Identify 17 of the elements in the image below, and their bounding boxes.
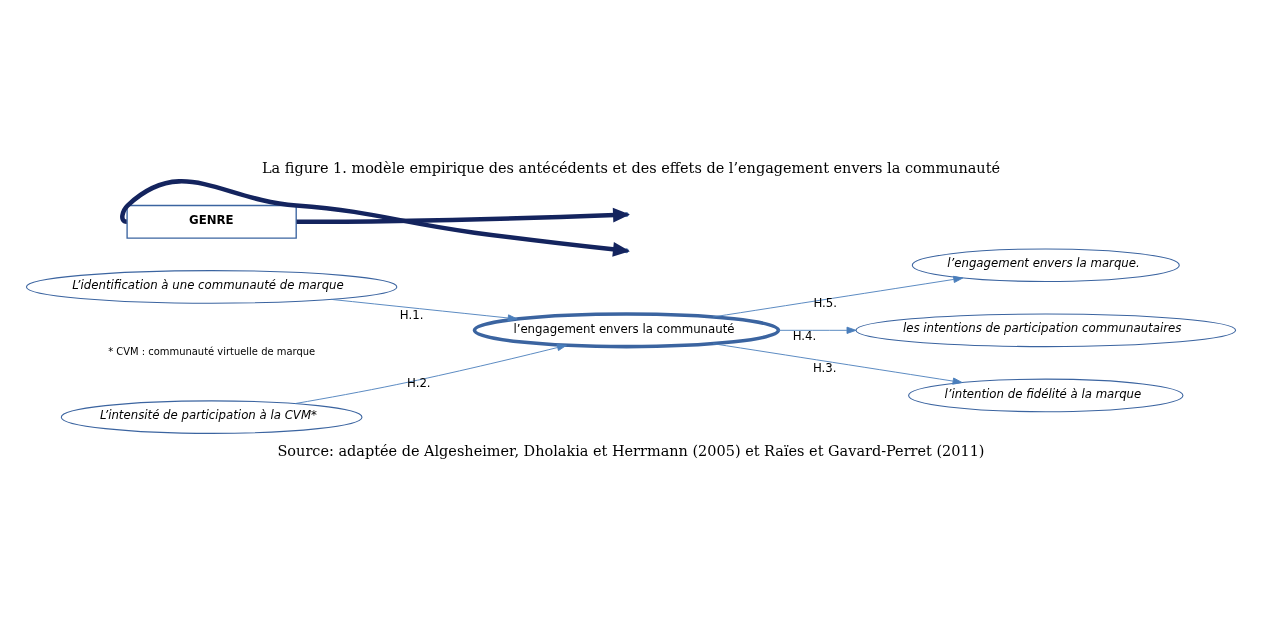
arrow — [712, 275, 964, 317]
label: * CVM : communauté virtuelle de marque — [108, 345, 316, 357]
node-box: GENRE — [126, 204, 297, 239]
node-ellipse: L’identification à une communauté de marque — [25, 269, 398, 304]
node-ellipse: L’intensité de participation à la CVM* — [60, 399, 363, 434]
diagram-title: La figure 1. modèle empirique des antécédents et des effets de l’engagement envers la communauté — [261, 159, 1001, 176]
arrow — [330, 298, 518, 322]
arrow — [777, 326, 857, 334]
arrow — [294, 343, 567, 404]
edge-label: H.5. — [813, 295, 837, 310]
arrow — [712, 342, 963, 385]
node-ellipse: les intentions de participation communautaires — [855, 313, 1237, 347]
caption: Source: adaptée de Algesheimer, Dholakia et Herrmann (2005) et Raïes et Gavard-Perret (2011) — [277, 442, 985, 459]
edge-label: H.4. — [792, 328, 817, 343]
edge-label: H.3. — [812, 360, 837, 375]
edge-label: H.1. — [399, 307, 424, 322]
edge-label: H.2. — [407, 375, 431, 390]
